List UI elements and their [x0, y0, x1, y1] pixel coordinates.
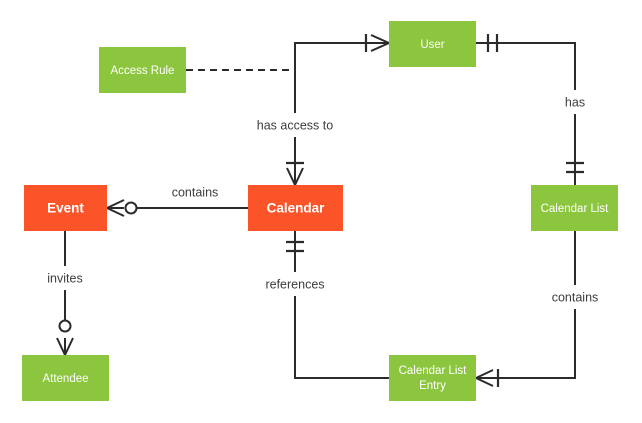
- entity-calendar-list-box[interactable]: [531, 185, 618, 231]
- rel-label-references-text: references: [265, 277, 324, 291]
- crowfoot-attendee-many: [56, 337, 74, 356]
- entity-calendar-list-entry[interactable]: Calendar List Entry: [389, 355, 476, 401]
- edge-user-has-access-to-calendar: [286, 34, 390, 186]
- crowfoot-calendar-top-many: [286, 167, 304, 186]
- entity-access-rule-label: Access Rule: [111, 65, 175, 77]
- entity-calendar-list-entry-label-line2: Entry: [419, 380, 446, 392]
- rel-label-contains-event-calendar: contains: [154, 182, 236, 202]
- entity-attendee[interactable]: Attendee: [22, 355, 109, 401]
- entity-user-label: User: [420, 39, 444, 51]
- rel-label-has-access-to-text: has access to: [257, 118, 333, 132]
- entity-access-rule-box[interactable]: [99, 47, 186, 93]
- optional-circle-event: [124, 201, 138, 215]
- entity-calendar-list-entry-label-line1: Calendar List: [399, 365, 468, 377]
- edge-path-lower: [476, 309, 576, 379]
- rel-label-contains-list-bg: [534, 287, 616, 307]
- rel-label-contains-list-entry: contains: [534, 287, 616, 307]
- entity-user-box[interactable]: [389, 21, 476, 67]
- edge-calendar-references-entry: [286, 231, 389, 379]
- entity-attendee-label: Attendee: [42, 373, 88, 385]
- entity-calendar-box[interactable]: [248, 185, 343, 231]
- entity-attendee-box[interactable]: [22, 355, 109, 401]
- edge-calendar-list-contains-entry: [475, 231, 576, 387]
- rel-label-has-bg: [552, 92, 598, 112]
- entity-calendar-label: Calendar: [267, 201, 326, 216]
- entity-user[interactable]: User: [389, 21, 476, 67]
- entity-event[interactable]: Event: [24, 185, 107, 231]
- rel-label-references-bg: [252, 274, 339, 294]
- entity-event-box[interactable]: [24, 185, 107, 231]
- entity-calendar-list-entry-box[interactable]: [389, 355, 476, 401]
- rel-label-has-access-to-bg: [243, 115, 348, 135]
- edge-path-upper: [294, 42, 389, 113]
- entity-calendar-list-label: Calendar List: [541, 203, 610, 215]
- edge-path-upper: [476, 42, 576, 90]
- edge-event-invites-attendee: [56, 231, 74, 356]
- edge-user-has-calendar-list: [476, 34, 584, 185]
- entity-access-rule[interactable]: Access Rule: [99, 47, 186, 93]
- rel-label-has-text: has: [565, 95, 585, 109]
- rel-label-invites-bg: [36, 268, 94, 288]
- crowfoot-event-many: [106, 199, 125, 217]
- entity-calendar-list[interactable]: Calendar List: [531, 185, 618, 231]
- crowfoot-user-many: [370, 34, 390, 52]
- rel-label-references: references: [252, 274, 339, 294]
- crowfoot-entry-many: [475, 369, 494, 387]
- rel-label-invites-text: invites: [47, 271, 82, 285]
- rel-label-contains-bg: [154, 182, 236, 202]
- optional-circle-attendee: [58, 319, 72, 333]
- edge-event-contains-calendar: [106, 199, 248, 217]
- rel-label-has-access-to: has access to: [243, 115, 348, 135]
- rel-label-contains-list-text: contains: [552, 290, 599, 304]
- rel-label-contains-text: contains: [172, 185, 219, 199]
- rel-label-has: has: [552, 92, 598, 112]
- rel-label-invites: invites: [36, 268, 94, 288]
- edge-path-lower: [294, 296, 389, 379]
- entity-event-label: Event: [47, 201, 84, 216]
- entity-calendar[interactable]: Calendar: [248, 185, 343, 231]
